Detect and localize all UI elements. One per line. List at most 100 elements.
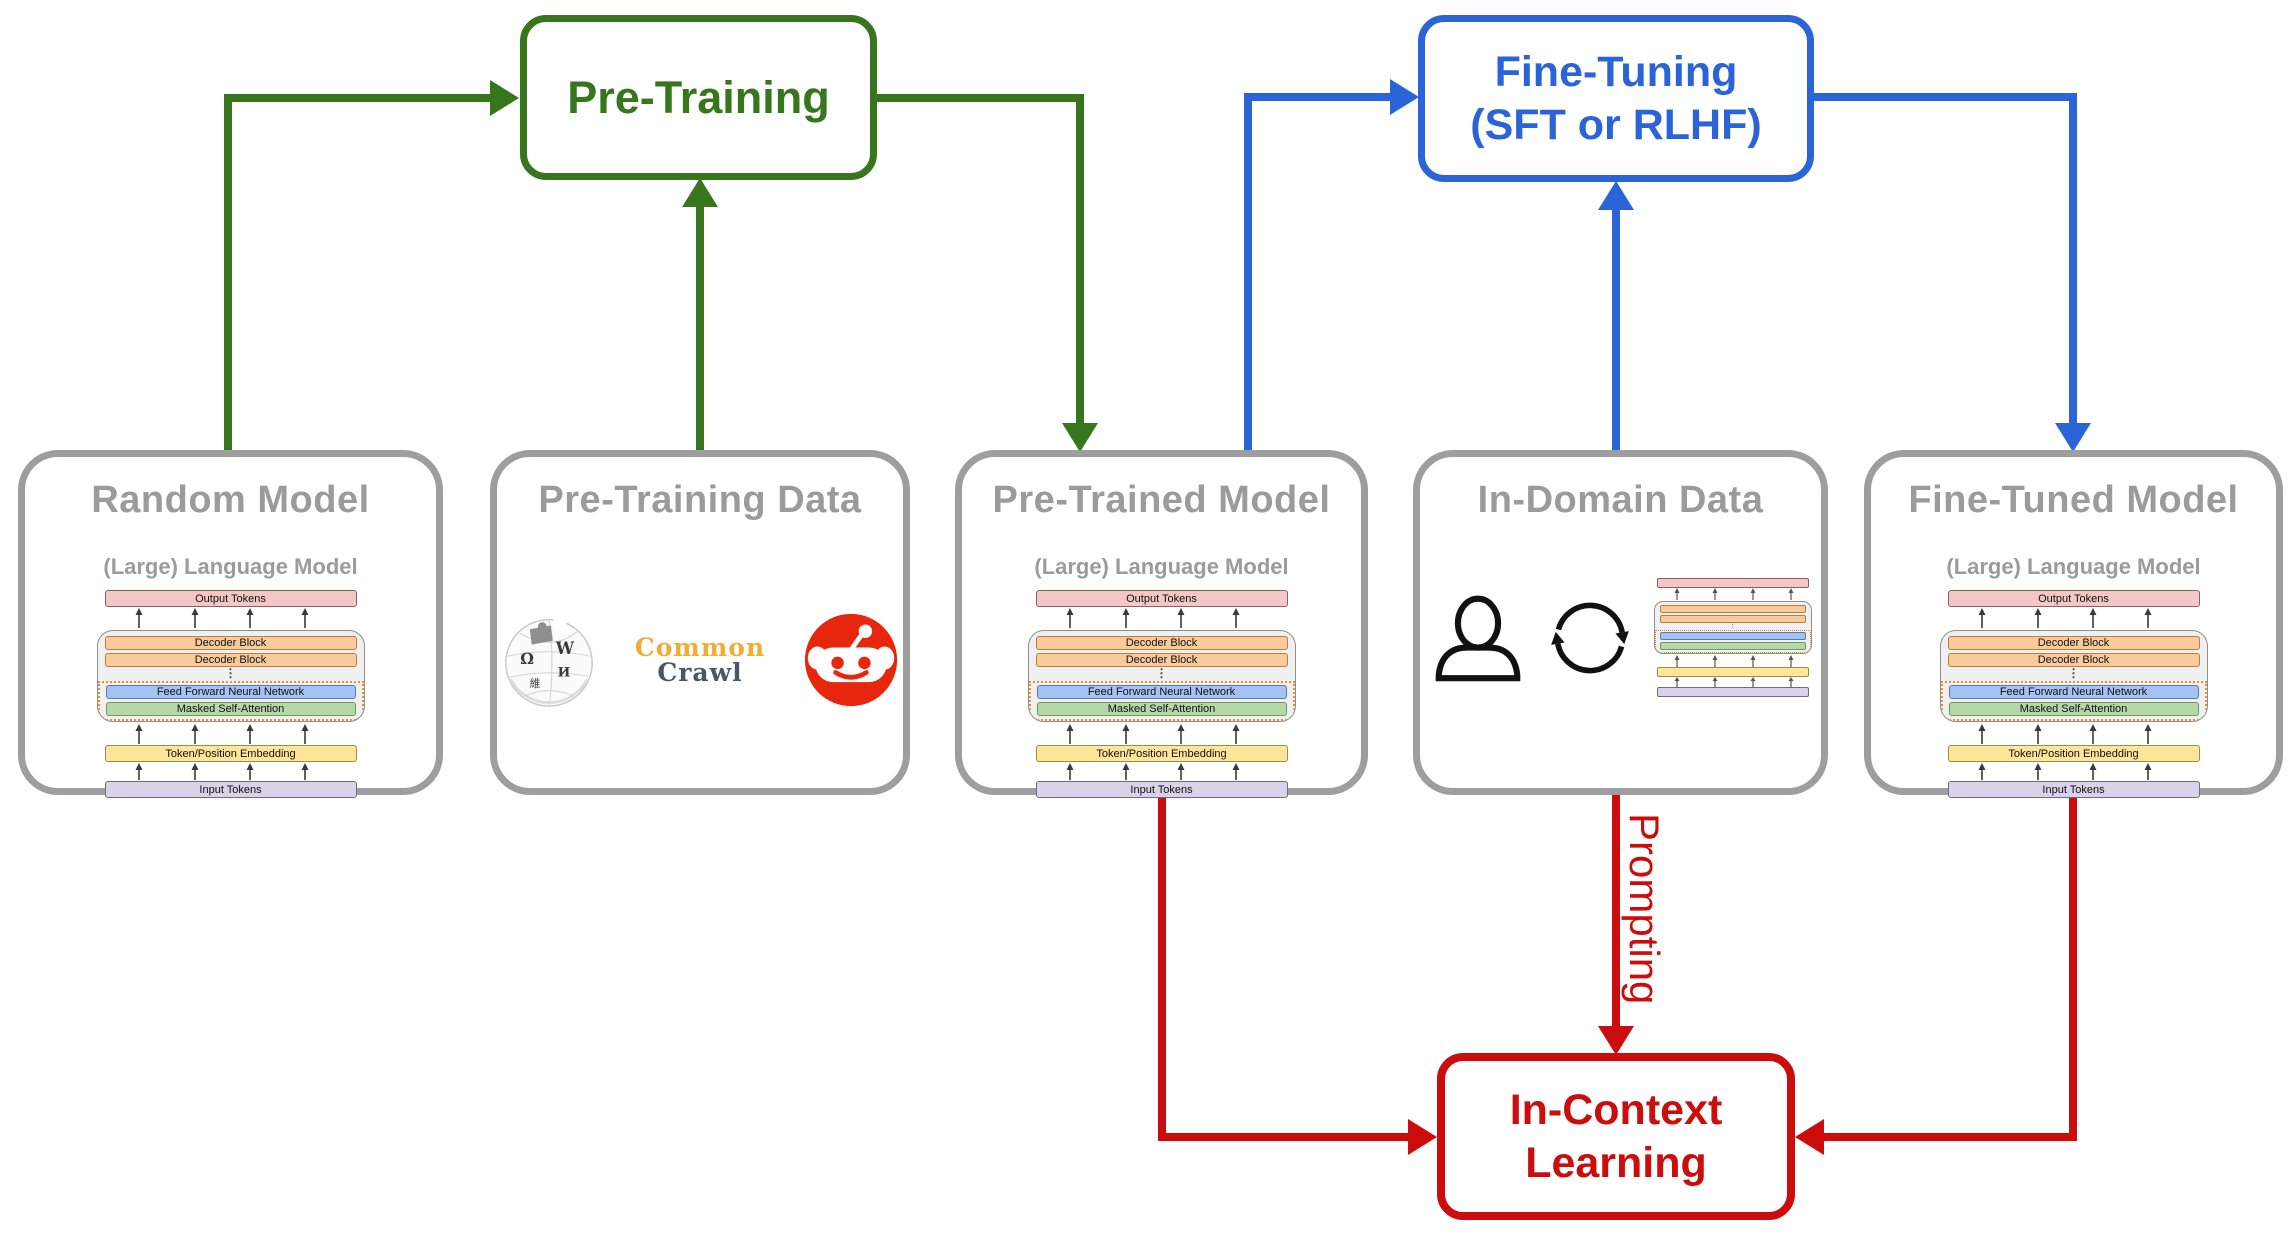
llm-diagram: (Large) Language Model Output Tokens Dec… [1939, 554, 2208, 798]
up-arrows [1066, 724, 1239, 744]
token-position-embedding-bar: Token/Position Embedding [1035, 745, 1288, 762]
decoder-stack-container: Decoder Block Decoder Block ⋮ Feed Forwa… [96, 630, 365, 722]
up-arrows [135, 763, 308, 780]
mini-ffn-bar [1659, 632, 1806, 640]
masked-self-attention-bar: Masked Self-Attention [1948, 702, 2199, 716]
finetuning-stage-box: Fine-Tuning (SFT or RLHF) [1418, 15, 1814, 182]
incontext-stage-label-line2: Learning [1525, 1138, 1707, 1187]
dark-puzzle-piece [529, 625, 553, 645]
card-title: Pre-Training Data [538, 479, 862, 521]
token-position-embedding-bar: Token/Position Embedding [104, 745, 357, 762]
token-position-embedding-bar: Token/Position Embedding [1947, 745, 2200, 762]
mini-decoder-container: ⋮ [1653, 601, 1812, 654]
card-title: Random Model [91, 479, 370, 521]
pretrained-model-card: Pre-Trained Model (Large) Language Model… [955, 450, 1368, 798]
indomain-content-row: ⋮ [1430, 578, 1812, 697]
ellipsis-dots: ⋮ [1155, 666, 1168, 680]
up-arrows [1978, 763, 2151, 780]
llm-subtitle: (Large) Language Model [103, 554, 358, 579]
sync-cycle-icon [1550, 602, 1629, 673]
arrow-pretrained-model-to-finetuning [1244, 93, 1390, 450]
arrowhead [1598, 1026, 1634, 1055]
arrowhead [1598, 181, 1634, 210]
arrow-pretraining-to-pretrained-model [877, 94, 1084, 423]
decoder-block-bar: Decoder Block [1947, 653, 2200, 667]
arrowhead [1062, 423, 1098, 452]
arrow-pretrained-model-to-incontext [1158, 795, 1408, 1141]
feed-forward-bar: Feed Forward Neural Network [1948, 685, 2199, 699]
missing-piece-gap [553, 616, 567, 632]
decoder-stack-container: Decoder Block Decoder Block ⋮ Feed Forwa… [1027, 630, 1296, 722]
up-arrows [1066, 763, 1239, 780]
output-tokens-bar: Output Tokens [104, 590, 357, 607]
common-crawl-wordmark: Common Crawl [635, 633, 765, 687]
decoder-block-bar: Decoder Block [104, 653, 357, 667]
up-arrows [1674, 655, 1793, 667]
arrowhead [1795, 1119, 1824, 1155]
finetuning-stage-label-line1: Fine-Tuning [1494, 47, 1738, 96]
input-tokens-bar: Input Tokens [1035, 781, 1288, 798]
output-tokens-bar: Output Tokens [1035, 590, 1288, 607]
feed-forward-bar: Feed Forward Neural Network [105, 685, 356, 699]
common-crawl-line2: Crawl [657, 658, 743, 687]
up-arrows [1674, 677, 1793, 687]
arrowhead [490, 80, 519, 116]
svg-text:И: И [557, 664, 570, 680]
masked-self-attention-bar: Masked Self-Attention [105, 702, 356, 716]
svg-text:維: 維 [530, 677, 541, 690]
decoder-block-bar: Decoder Block [1947, 636, 2200, 650]
ellipsis-dots: ⋮ [224, 666, 237, 680]
common-crawl-line1: Common [634, 633, 766, 662]
wikipedia-globe-logo: W Ω И 維 [504, 616, 593, 707]
decoder-inner-dotted-group: Feed Forward Neural Network Masked Self-… [1028, 681, 1295, 721]
up-arrows [1674, 588, 1793, 600]
finetuned-model-card: Fine-Tuned Model (Large) Language Model … [1864, 450, 2283, 798]
person-icon [1435, 595, 1520, 681]
decoder-inner-dotted-group: Feed Forward Neural Network Masked Self-… [97, 681, 364, 721]
pretraining-stage-box: Pre-Training [520, 15, 877, 180]
arrow-finetuning-to-finetuned-model [1813, 93, 2077, 423]
finetuning-stage-label-line2: (SFT or RLHF) [1470, 100, 1762, 149]
incontext-stage-label-line1: In-Context [1509, 1085, 1723, 1134]
ellipsis-dots: ⋮ [2067, 666, 2080, 680]
arrowhead [1390, 79, 1419, 115]
mini-decoder-bar [1659, 605, 1806, 613]
svg-text:W: W [555, 639, 575, 658]
llm-subtitle: (Large) Language Model [1946, 554, 2201, 579]
mini-dotted-group [1654, 630, 1811, 653]
mini-input-bar [1656, 687, 1809, 697]
llm-diagram: (Large) Language Model Output Tokens Dec… [96, 554, 365, 798]
pretraining-stage-label: Pre-Training [567, 71, 830, 123]
indomain-data-card: In-Domain Data [1413, 450, 1828, 795]
llm-subtitle: (Large) Language Model [1034, 554, 1289, 579]
pretraining-data-card: Pre-Training Data W Ω И 維 Common Cra [490, 450, 910, 795]
masked-self-attention-bar: Masked Self-Attention [1036, 702, 1287, 716]
mini-attention-bar [1659, 642, 1806, 650]
arrow-random-model-to-pretraining [224, 94, 490, 450]
decoder-block-bar: Decoder Block [1035, 653, 1288, 667]
up-arrows [1066, 608, 1239, 628]
arrow-finetuned-model-to-incontext [1824, 795, 2077, 1141]
up-arrows [135, 724, 308, 744]
feed-forward-bar: Feed Forward Neural Network [1036, 685, 1287, 699]
output-tokens-bar: Output Tokens [1947, 590, 2200, 607]
card-title: In-Domain Data [1477, 479, 1764, 521]
data-source-logos: W Ω И 維 Common Crawl [501, 612, 899, 708]
input-tokens-bar: Input Tokens [104, 781, 357, 798]
prompting-label: Prompting [1621, 813, 1668, 1005]
up-arrows [1978, 724, 2151, 744]
decoder-stack-container: Decoder Block Decoder Block ⋮ Feed Forwa… [1939, 630, 2208, 722]
input-tokens-bar: Input Tokens [1947, 781, 2200, 798]
mini-embedding-bar [1656, 667, 1809, 677]
random-model-card: Random Model (Large) Language Model Outp… [18, 450, 443, 798]
mini-output-bar [1656, 578, 1809, 588]
up-arrows [1978, 608, 2151, 628]
decoder-block-bar: Decoder Block [104, 636, 357, 650]
decoder-block-bar: Decoder Block [1035, 636, 1288, 650]
card-title: Pre-Trained Model [992, 479, 1331, 521]
llm-diagram: (Large) Language Model Output Tokens Dec… [1027, 554, 1296, 798]
arrowhead [682, 178, 718, 207]
ellipsis-dots: ⋮ [1729, 622, 1736, 629]
arrowhead [1408, 1119, 1437, 1155]
